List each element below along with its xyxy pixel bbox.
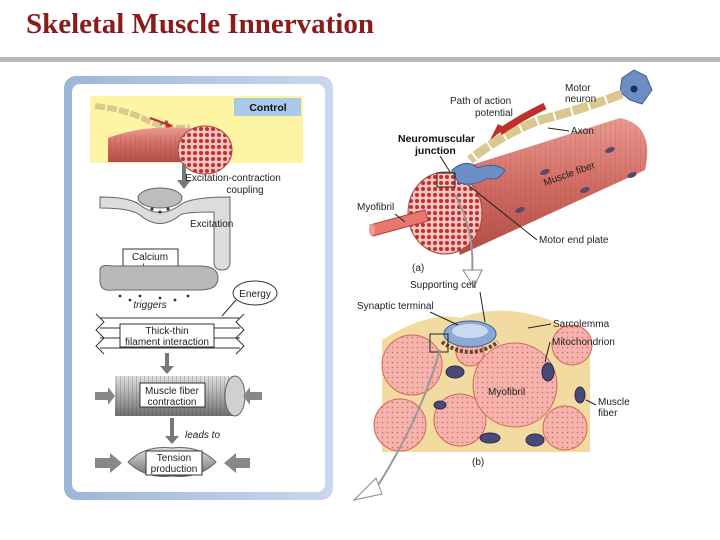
synaptic-terminal-label: Synaptic terminal	[357, 301, 434, 312]
sarcoplasmic-reticulum	[99, 265, 219, 291]
triggers-label: triggers	[133, 300, 166, 311]
myofibril-b-label: Myofibril	[488, 387, 525, 398]
nmj-label-2: junction	[414, 145, 456, 157]
part-a-label: (a)	[412, 263, 424, 274]
energy-label: Energy	[239, 289, 271, 300]
motor-neuron-label-1: Motor	[565, 83, 591, 94]
ec-coupling-label-2: coupling	[226, 185, 263, 196]
calcium-release-label-1: Calcium	[132, 252, 168, 263]
sarcolemma-membrane	[99, 196, 231, 271]
fiber-contraction-label-2: contraction	[148, 397, 197, 408]
tension-box	[145, 450, 203, 476]
thick-thin-label-1: Thick-thin	[145, 326, 188, 337]
thick-thin-box	[119, 323, 215, 348]
page-title: Skeletal Muscle Innervation	[26, 8, 374, 40]
innervation-diagram-b: Supporting cell Synaptic terminal Sarcol…	[352, 280, 630, 501]
nmj-box	[436, 172, 456, 188]
myofibril-label: Myofibril	[357, 202, 394, 213]
muscle-cross-section	[177, 125, 233, 175]
control-panel: Control Excitation-contraction coupling …	[64, 76, 333, 500]
mitochondrion-label: Mitochondrion	[552, 337, 615, 348]
axon-label: Axon	[571, 126, 594, 137]
fiber-contraction-box	[139, 382, 206, 408]
motor-end-plate-label: Motor end plate	[539, 235, 609, 246]
tension-label-1: Tension	[157, 453, 191, 464]
axon	[467, 89, 624, 164]
control-label: Control	[249, 102, 286, 114]
path-label-1: Path of action	[450, 96, 511, 107]
nmj-label-1: Neuromuscular	[398, 133, 475, 145]
ec-coupling-label-1: Excitation-contraction	[185, 173, 281, 184]
thick-thin-label-2: filament interaction	[125, 337, 209, 348]
control-label-box	[234, 98, 301, 116]
supporting-cell-label: Supporting cell	[410, 280, 476, 291]
muscle-fiber-b-label-2: fiber	[598, 408, 618, 419]
muscle-fiber-b-label-1: Muscle	[598, 397, 630, 408]
fiber-contraction-label-1: Muscle fiber	[145, 386, 200, 397]
part-b-label: (b)	[472, 457, 484, 468]
title-divider	[0, 57, 720, 62]
nmj-terminal-a	[451, 163, 506, 185]
end-plate-folds	[440, 340, 500, 354]
innervation-diagram-a: Motor neuron Path of action potential Ax…	[357, 69, 653, 289]
leads-to-label: leads to	[185, 430, 220, 441]
sarcolemma-label: Sarcolemma	[553, 319, 610, 330]
zoom-arrow-b	[374, 349, 441, 491]
tension-label-2: production	[151, 464, 198, 475]
myofibril-bundles	[373, 324, 593, 452]
cross-section-a	[407, 171, 483, 255]
mitochondria	[433, 362, 586, 447]
energy-bubble	[232, 280, 278, 306]
excitation-label: Excitation	[190, 219, 233, 230]
path-label-2: potential	[475, 108, 513, 119]
zoom-arrow-a	[454, 194, 474, 276]
motor-neuron-label-2: neuron	[565, 94, 596, 105]
synaptic-knob	[137, 187, 183, 209]
